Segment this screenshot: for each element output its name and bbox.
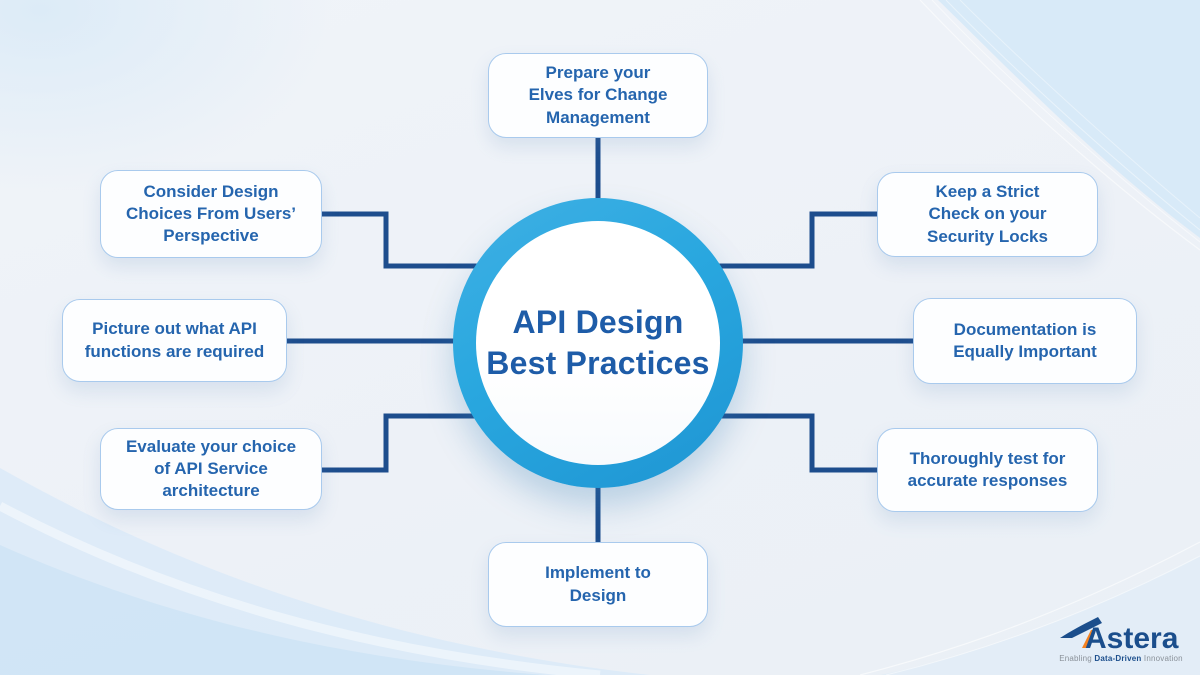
node-api-service-architecture: Evaluate your choice of API Service arch… xyxy=(100,428,322,510)
node-design-choices-users-perspective: Consider Design Choices From Users’ Pers… xyxy=(100,170,322,258)
connector-top-left xyxy=(321,211,510,269)
logo-swoosh xyxy=(1060,617,1102,638)
node-security-locks: Keep a Strict Check on your Security Loc… xyxy=(877,172,1098,257)
logo-tagline: Enabling Data-Driven Innovation xyxy=(1058,654,1184,663)
node-documentation-important: Documentation is Equally Important xyxy=(913,298,1137,384)
center-circle-inner: API Design Best Practices xyxy=(476,221,720,465)
node-prepare-change-management: Prepare your Elves for Change Management xyxy=(488,53,708,138)
astera-logo-mark: Astera xyxy=(1060,617,1179,655)
node-implement-to-design: Implement to Design xyxy=(488,542,708,627)
connector-top-right xyxy=(686,211,878,269)
node-api-functions-required: Picture out what API functions are requi… xyxy=(62,299,287,382)
tagline-enabling: Enabling xyxy=(1059,654,1095,663)
tagline-data-driven: Data-Driven xyxy=(1094,654,1142,663)
logo-wordmark: Astera xyxy=(1085,622,1179,651)
tagline-innovation: Innovation xyxy=(1141,654,1183,663)
connector-bottom-right xyxy=(686,413,878,473)
connector-bottom-left xyxy=(321,413,510,473)
node-test-accurate-responses: Thoroughly test for accurate responses xyxy=(877,428,1098,512)
center-circle: API Design Best Practices xyxy=(453,198,743,488)
astera-logo: Astera Enabling Data-Driven Innovation xyxy=(1058,615,1184,663)
logo-orange-wedge xyxy=(1082,630,1096,648)
diagram-title: API Design Best Practices xyxy=(486,304,710,381)
